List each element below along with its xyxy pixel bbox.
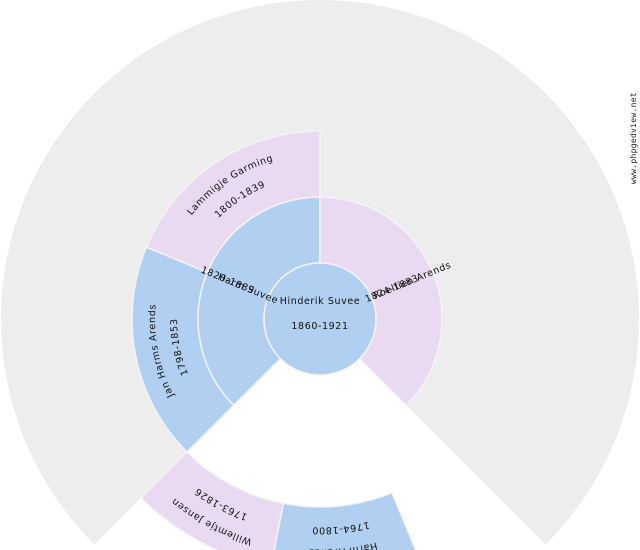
- person-segment-harm-arends[interactable]: [271, 491, 417, 550]
- person-segment-willemtje-jansen[interactable]: [140, 450, 285, 550]
- watermark-text[interactable]: www.phpgedview.net: [629, 92, 638, 185]
- root-person-name: Hinderik Suvee: [280, 296, 361, 307]
- root-person-dates: 1860-1921: [291, 321, 348, 332]
- person-segment-lammigje-garming[interactable]: [145, 130, 321, 274]
- ancestor-segments: [131, 130, 443, 550]
- root-person[interactable]: Hinderik Suvee 1860-1921: [263, 262, 377, 376]
- root-person-circle[interactable]: [263, 262, 377, 376]
